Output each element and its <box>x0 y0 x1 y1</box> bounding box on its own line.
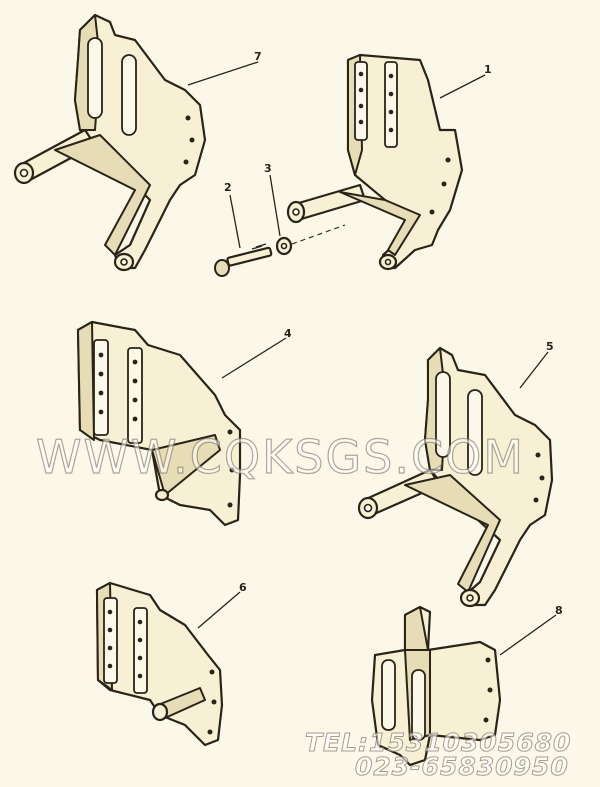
callout-7: 7 <box>254 50 262 63</box>
site-watermark: WWW.CQKSGS.COM <box>35 429 525 484</box>
callout-3: 3 <box>264 162 272 175</box>
bracket-part-6: 6 <box>95 581 247 747</box>
bracket-part-5: 5 <box>357 340 554 608</box>
bracket-part-7: 7 <box>13 13 262 272</box>
callout-6: 6 <box>239 581 247 594</box>
bolt-part-2: 2 <box>214 181 273 277</box>
tel-watermark: TEL:15310305680 <box>304 728 572 758</box>
callout-1: 1 <box>484 63 492 76</box>
callout-2: 2 <box>224 181 232 194</box>
bracket-part-1: 1 <box>286 53 492 271</box>
bracket-part-8: 8 <box>370 604 563 767</box>
bracket-part-4: 4 <box>76 320 292 527</box>
callout-5: 5 <box>546 340 554 353</box>
washer-part-3: 3 <box>264 162 346 256</box>
phone-watermark: 023-65830950 <box>355 752 569 782</box>
callout-8: 8 <box>555 604 563 617</box>
callout-4: 4 <box>284 327 292 340</box>
